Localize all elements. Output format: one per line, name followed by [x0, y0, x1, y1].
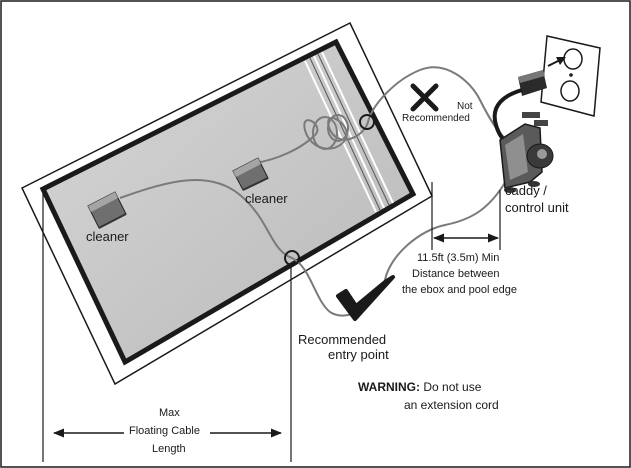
pool-steps [304, 51, 394, 213]
warning-label-1: WARNING: Do not use [358, 380, 481, 394]
caddy-control-unit-icon [499, 112, 554, 193]
max-cable-label-2: Floating Cable [129, 425, 200, 437]
warning-bold: WARNING: [358, 380, 420, 394]
entry-point-circle [284, 250, 300, 266]
power-outlet-icon [540, 35, 601, 117]
not-recommended-label-1: Not [457, 101, 473, 112]
caddy-label-1: caddy / [505, 183, 547, 198]
cleaner-label-2: cleaner [245, 191, 288, 206]
power-plug-icon [518, 57, 566, 96]
pool-water [39, 38, 417, 366]
warning-text-1: Do not use [423, 380, 482, 394]
caddy-label-2: control unit [505, 200, 569, 215]
cleaner-2-icon [232, 157, 269, 191]
distance-label-2: Distance between [412, 268, 500, 280]
cable-recommended [119, 169, 513, 317]
checkmark-icon [336, 275, 395, 321]
entry-point-label-2: entry point [328, 347, 389, 362]
max-cable-label-1: Max [159, 407, 180, 419]
cleaner-1-icon [87, 191, 127, 229]
distance-label-3: the ebox and pool edge [402, 284, 517, 296]
not-recommended-label-2: Recommended [402, 113, 470, 124]
cleaner-label-1: cleaner [86, 229, 129, 244]
not-recommended-x-icon [410, 83, 439, 112]
max-cable-label-3: Length [152, 443, 186, 455]
entry-point-label-1: Recommended [298, 332, 387, 347]
warning-label-2: an extension cord [404, 398, 499, 412]
distance-label-1: 11.5ft (3.5m) Min [417, 252, 500, 264]
bad-entry-circle [359, 114, 375, 130]
